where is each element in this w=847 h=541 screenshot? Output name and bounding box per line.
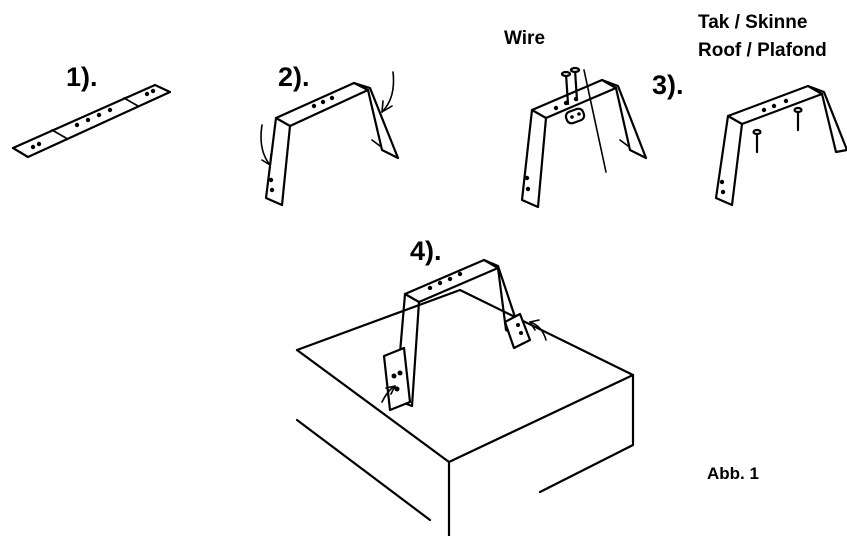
step-4-label: 4). <box>410 236 442 266</box>
box-with-bracket <box>295 258 635 538</box>
wire-bracket <box>520 66 648 209</box>
step-1-label: 1). <box>66 62 98 92</box>
mounted-bracket <box>714 84 847 207</box>
wire-label: Wire <box>504 28 546 49</box>
bent-bracket <box>260 71 400 207</box>
step-3-label: 3). <box>652 70 684 100</box>
flat-bracket-strip <box>11 83 172 159</box>
mount-label-line-1: Tak / Skinne <box>698 12 808 33</box>
mount-label-line-2: Roof / Plafond <box>698 40 827 61</box>
figure-caption: Abb. 1 <box>707 464 759 483</box>
step-2-label: 2). <box>278 62 310 92</box>
